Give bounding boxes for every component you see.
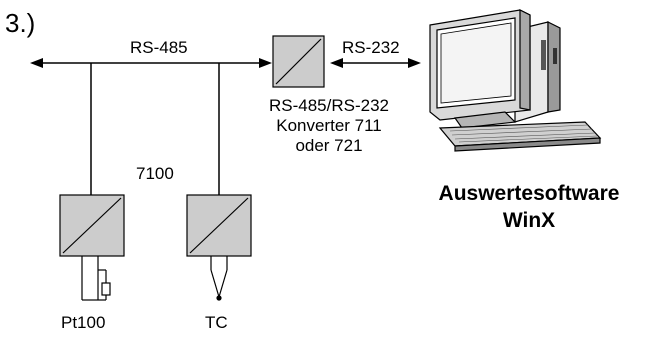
transmitter-box-icon	[59, 194, 125, 257]
rs232-link	[330, 58, 421, 68]
rs232-label: RS-232	[342, 38, 400, 57]
converter-label: RS-485/RS-232 Konverter 711 oder 721	[248, 96, 410, 156]
rs485-bus	[30, 58, 272, 195]
pt100-sensor-icon	[81, 256, 111, 301]
software-label-line1: Auswertesoftware	[438, 182, 620, 205]
software-label-line2: WinX	[502, 209, 556, 232]
desktop-computer-icon	[429, 9, 602, 152]
tc-label: TC	[205, 313, 228, 332]
step-number: 3.)	[5, 8, 36, 38]
thermocouple-sensor-icon	[210, 256, 228, 301]
converter-label-line3: oder 721	[295, 136, 363, 155]
converter-box-icon	[272, 35, 325, 88]
software-label: Auswertesoftware WinX	[418, 180, 640, 234]
converter-label-line1: RS-485/RS-232	[268, 96, 389, 115]
pt100-label: Pt100	[61, 313, 106, 332]
rs485-label: RS-485	[130, 38, 188, 57]
transmitter-label: 7100	[136, 164, 174, 183]
transmitter-box-icon	[186, 194, 252, 257]
converter-label-line2: Konverter 711	[276, 116, 382, 135]
